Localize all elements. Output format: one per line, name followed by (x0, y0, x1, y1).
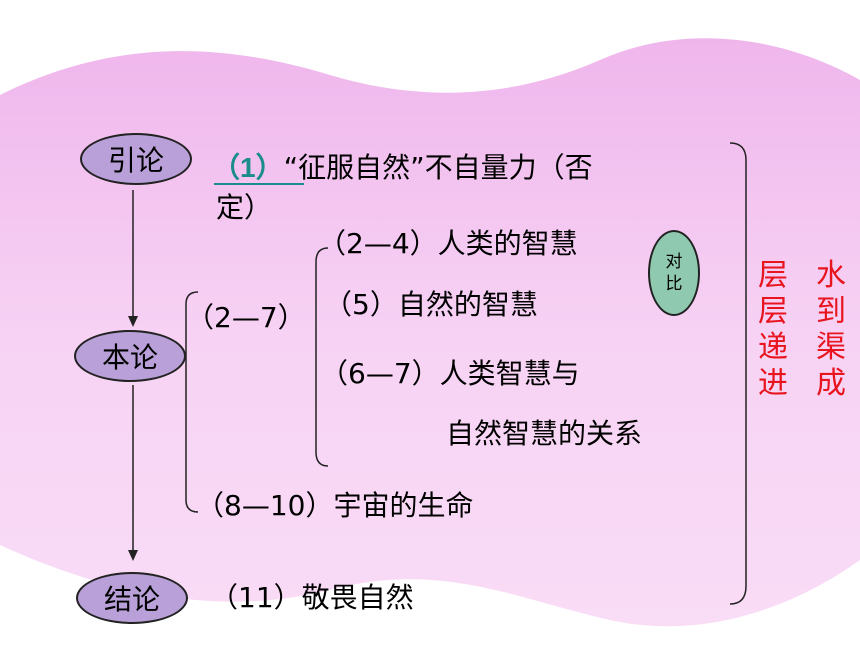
node-body: 本论 (74, 330, 186, 382)
node-conclusion-label: 结论 (103, 583, 160, 616)
item-p8-10: （8—10）宇宙的生命 (196, 489, 474, 522)
item-p5: （5）自然的智慧 (324, 288, 538, 321)
contrast-badge: 对 比 (648, 230, 700, 316)
node-intro: 引论 (80, 133, 192, 185)
contrast-line1: 对 (665, 252, 683, 272)
side-natural: 水到渠成 (816, 258, 846, 401)
item-range-2-7: （2—7） (186, 301, 306, 334)
bracket-wisdom (315, 247, 329, 467)
node-body-label: 本论 (101, 341, 158, 374)
bracket-body (185, 291, 199, 513)
item-p1-number: （1） (212, 152, 284, 183)
bracket-right (729, 142, 747, 605)
item-p6-7-line2: 自然智慧的关系 (446, 417, 643, 450)
item-p1-line1: （1）“征服自然”不自量力（否 (212, 146, 593, 186)
item-p1-line2: 定） (216, 191, 273, 224)
item-p2-4: （2—4）人类的智慧 (318, 227, 578, 260)
p1-number-underline (214, 183, 304, 185)
side-progressive: 层层递进 (758, 258, 788, 401)
item-p11: （11）敬畏自然 (210, 581, 414, 614)
node-intro-label: 引论 (107, 144, 164, 177)
contrast-line2: 比 (665, 274, 683, 294)
node-conclusion: 结论 (76, 572, 188, 624)
item-p6-7-line1: （6—7）人类智慧与 (320, 357, 580, 390)
item-p1-text-a: “征服自然”不自量力（否 (283, 151, 593, 184)
